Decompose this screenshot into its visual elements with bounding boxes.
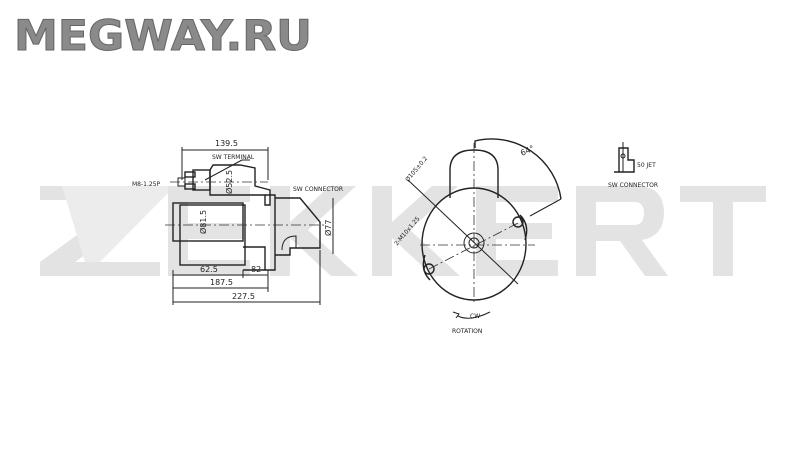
dim-62-5: 62.5 — [200, 265, 218, 274]
dim-dia-52-5: Ø52.5 — [224, 170, 234, 194]
dim-187-5: 187.5 — [210, 278, 233, 287]
dim-dia-105: Ø105±0.2 — [404, 155, 429, 183]
label-50-jet: 50 JET — [637, 162, 656, 169]
dim-139-5: 139.5 — [215, 139, 238, 148]
label-sw-connector-detail: SW CONNECTOR — [608, 182, 658, 189]
dim-227-5: 227.5 — [232, 292, 255, 301]
watermark-logo — [40, 186, 766, 276]
side-view: 139.5 SW TERMINAL M8-1.25P Ø52.5 Ø81.5 S… — [132, 139, 343, 305]
label-sw-terminal: SW TERMINAL — [212, 154, 255, 161]
label-sw-connector: SW CONNECTOR — [293, 186, 343, 193]
label-cw: CW — [470, 313, 480, 320]
dim-dia-77: Ø77 — [323, 220, 333, 236]
dim-82: 82 — [251, 265, 261, 274]
site-logo: MEGWAY.RU — [14, 11, 312, 60]
label-rotation: ROTATION — [452, 328, 482, 335]
dim-dia-81-5: Ø81.5 — [198, 210, 208, 234]
label-thread: M8-1.25P — [132, 181, 161, 188]
connector-detail: 50 JET SW CONNECTOR — [608, 142, 658, 189]
